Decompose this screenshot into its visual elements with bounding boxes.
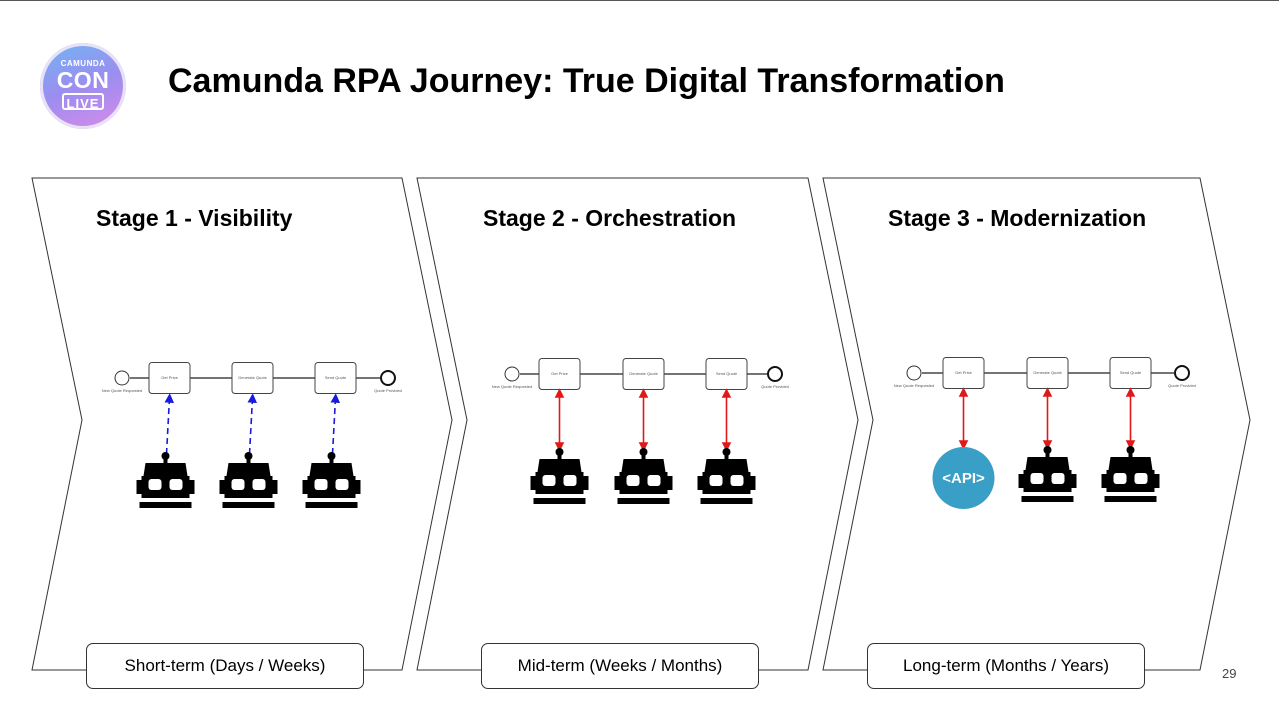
camundacon-live-logo: CAMUNDA CON LIVE — [40, 43, 126, 129]
task-label: Send Quote — [325, 375, 347, 380]
task-label: Generate Quote — [238, 375, 267, 380]
end-event — [380, 370, 396, 386]
task-label: Get Price — [551, 371, 568, 376]
start-event-label: New Quote Requested — [102, 388, 142, 393]
end-event-label: Quote Provided — [761, 384, 789, 389]
api-label: <API> — [942, 470, 985, 487]
stage-2-title: Stage 2 - Orchestration — [483, 205, 737, 231]
stage-3-title: Stage 3 - Modernization — [888, 205, 1147, 231]
end-event — [1174, 365, 1190, 381]
slide-title: Camunda RPA Journey: True Digital Transf… — [168, 62, 1005, 100]
task-label: Generate Quote — [629, 371, 658, 376]
stage-1-process: New Quote Requested Get Price Generate Quo… — [102, 362, 402, 508]
page-number: 29 — [1222, 666, 1237, 681]
logo-line-camunda: CAMUNDA — [60, 59, 106, 68]
stage-2-term-box: Mid-term (Weeks / Months) — [481, 643, 759, 689]
api-icon — [932, 447, 995, 509]
start-event — [114, 370, 130, 386]
stage-1-term-box: Short-term (Days / Weeks) — [86, 643, 364, 689]
stage-3-process: New Quote Requested Get Price Generate Quo… — [894, 357, 1196, 509]
stage-3-chevron — [822, 177, 1251, 671]
start-event-label: New Quote Requested — [492, 384, 532, 389]
task-label: Send Quote — [1120, 370, 1142, 375]
end-event-label: Quote Provided — [1168, 383, 1196, 388]
end-event-label: Quote Provided — [374, 388, 402, 393]
stage-3-term-box: Long-term (Months / Years) — [867, 643, 1145, 689]
stage-1-title: Stage 1 - Visibility — [96, 205, 293, 231]
start-event-label: New Quote Requested — [894, 383, 934, 388]
task-label: Get Price — [955, 370, 972, 375]
stage-2-chevron — [416, 177, 859, 671]
task-label: Get Price — [161, 375, 178, 380]
end-event — [767, 366, 783, 382]
start-event — [906, 365, 922, 381]
top-rule — [0, 0, 1279, 1]
start-event — [504, 366, 520, 382]
stage-2-process: New Quote Requested Get Price Generate Quo… — [492, 358, 789, 504]
logo-line-con: CON — [56, 67, 110, 93]
task-label: Send Quote — [716, 371, 738, 376]
stage-1-chevron — [31, 177, 453, 671]
task-label: Generate Quote — [1033, 370, 1062, 375]
logo-line-live: LIVE — [62, 93, 104, 111]
